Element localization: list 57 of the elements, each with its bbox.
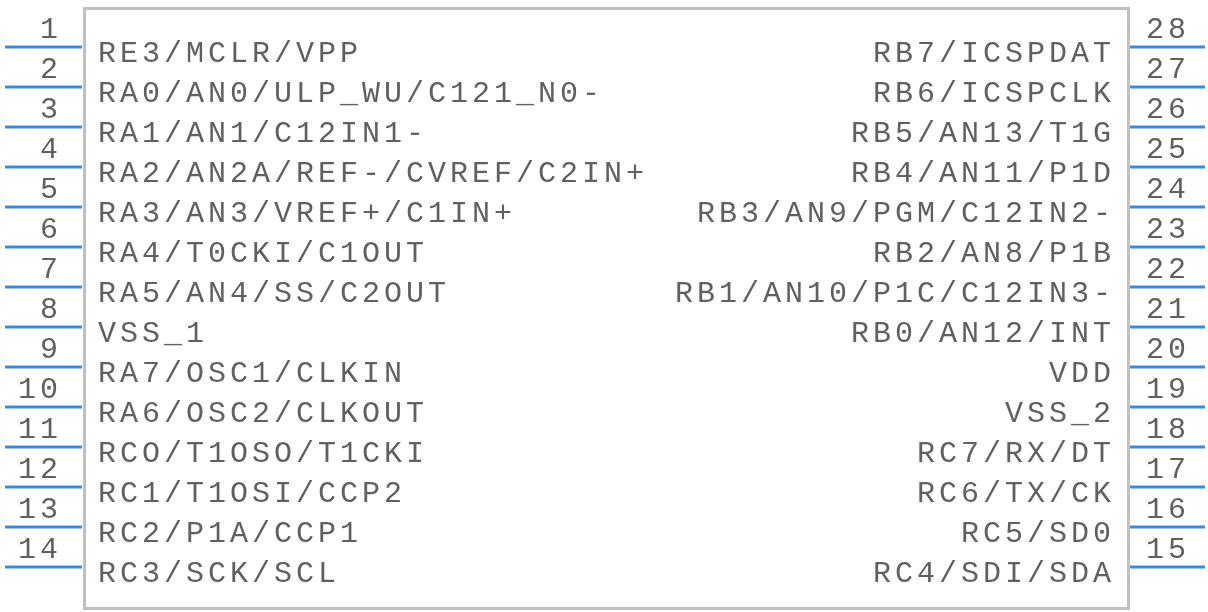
pin-name: RA6/OSC2/CLKOUT <box>98 399 429 429</box>
pin-name: RA7/OSC1/CLKIN <box>98 359 407 389</box>
chip-body <box>83 7 1130 610</box>
pin-number: 20 <box>1146 335 1190 365</box>
pin-name: RC6/TX/CK <box>916 479 1115 509</box>
pin-number: 3 <box>40 95 62 125</box>
pin-name: RA2/AN2A/REF-/CVREF/C2IN+ <box>98 159 649 189</box>
pin-name: RA5/AN4/SS/C2OUT <box>98 279 451 309</box>
pin-name: RCO/T1OSO/T1CKI <box>98 439 429 469</box>
pin-number: 28 <box>1146 15 1190 45</box>
pin-number: 8 <box>40 295 62 325</box>
pin-name: RB4/AN11/P1D <box>850 159 1115 189</box>
pin-name: RC2/P1A/CCP1 <box>98 519 363 549</box>
pin-name: RA3/AN3/VREF+/C1IN+ <box>98 199 517 229</box>
pin-name: RB6/ICSPCLK <box>872 79 1115 109</box>
pin-number: 21 <box>1146 295 1190 325</box>
pin-name: RE3/MCLR/VPP <box>98 39 363 69</box>
pin-number: 25 <box>1146 135 1190 165</box>
pin-name: RB7/ICSPDAT <box>872 39 1115 69</box>
pin-number: 6 <box>40 215 62 245</box>
pin-number: 22 <box>1146 255 1190 285</box>
pin-name: RB0/AN12/INT <box>850 319 1115 349</box>
pin-name: VSS_1 <box>98 319 208 349</box>
pin-name: RB2/AN8/P1B <box>872 239 1115 269</box>
pin-number: 26 <box>1146 95 1190 125</box>
pin-number: 27 <box>1146 55 1190 85</box>
pin-number: 12 <box>18 455 62 485</box>
pin-name: RB1/AN10/P1C/C12IN3- <box>674 279 1115 309</box>
pin-name: RC7/RX/DT <box>916 439 1115 469</box>
pin-name: RA4/T0CKI/C1OUT <box>98 239 429 269</box>
pin-name: RC3/SCK/SCL <box>98 559 341 589</box>
pin-name: VSS_2 <box>1005 399 1115 429</box>
pin-name: VDD <box>1049 359 1115 389</box>
pin-number: 15 <box>1146 535 1190 565</box>
pin-number: 10 <box>18 375 62 405</box>
pin-number: 5 <box>40 175 62 205</box>
pin-name: RC5/SD0 <box>960 519 1115 549</box>
pin-number: 14 <box>18 535 62 565</box>
pin-number: 11 <box>18 415 62 445</box>
pin-number: 2 <box>40 55 62 85</box>
pin-number: 13 <box>18 495 62 525</box>
pin-name: RB5/AN13/T1G <box>850 119 1115 149</box>
pin-name: RC1/T1OSI/CCP2 <box>98 479 407 509</box>
pin-number: 1 <box>40 15 62 45</box>
pin-name: RB3/AN9/PGM/C12IN2- <box>696 199 1115 229</box>
pin-name: RC4/SDI/SDA <box>872 559 1115 589</box>
pin-number: 4 <box>40 135 62 165</box>
pin-number: 7 <box>40 255 62 285</box>
pin-number: 17 <box>1146 455 1190 485</box>
pin-number: 18 <box>1146 415 1190 445</box>
pin-number: 24 <box>1146 175 1190 205</box>
pin-number: 23 <box>1146 215 1190 245</box>
pin-name: RA1/AN1/C12IN1- <box>98 119 429 149</box>
pin-name: RA0/AN0/ULP_WU/C121_N0- <box>98 79 605 109</box>
pin-number: 9 <box>40 335 62 365</box>
pin-number: 19 <box>1146 375 1190 405</box>
pin-number: 16 <box>1146 495 1190 525</box>
